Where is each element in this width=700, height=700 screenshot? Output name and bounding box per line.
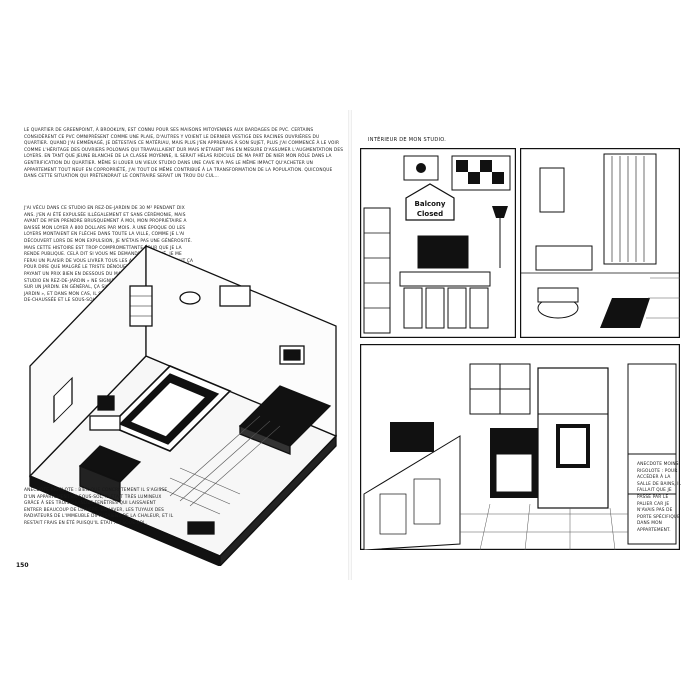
- sign-line-1: Balcony: [415, 200, 446, 208]
- page-number: 150: [16, 562, 29, 569]
- left-page: Le quartier de Greenpoint, à Brooklyn, e…: [12, 110, 348, 580]
- panel-bathroom: [520, 148, 680, 338]
- panel-kitchen: [360, 344, 680, 550]
- panels-caption: Intérieur de mon studio.: [368, 137, 447, 143]
- right-page: Intérieur de mon studio. Balcony: [352, 110, 688, 580]
- panel-living-area: Balcony Closed: [360, 148, 516, 338]
- less-fun-fact-caption: Anecdote moins rigolote : pour accéder à…: [637, 462, 682, 533]
- intro-paragraph: Le quartier de Greenpoint, à Brooklyn, e…: [24, 128, 344, 180]
- sign-line-2: Closed: [417, 210, 443, 218]
- floorplan-illustration: [28, 244, 338, 566]
- fun-fact-caption: Anecdote rigolote : bien que concrètemen…: [24, 488, 174, 526]
- book-gutter: [348, 110, 352, 580]
